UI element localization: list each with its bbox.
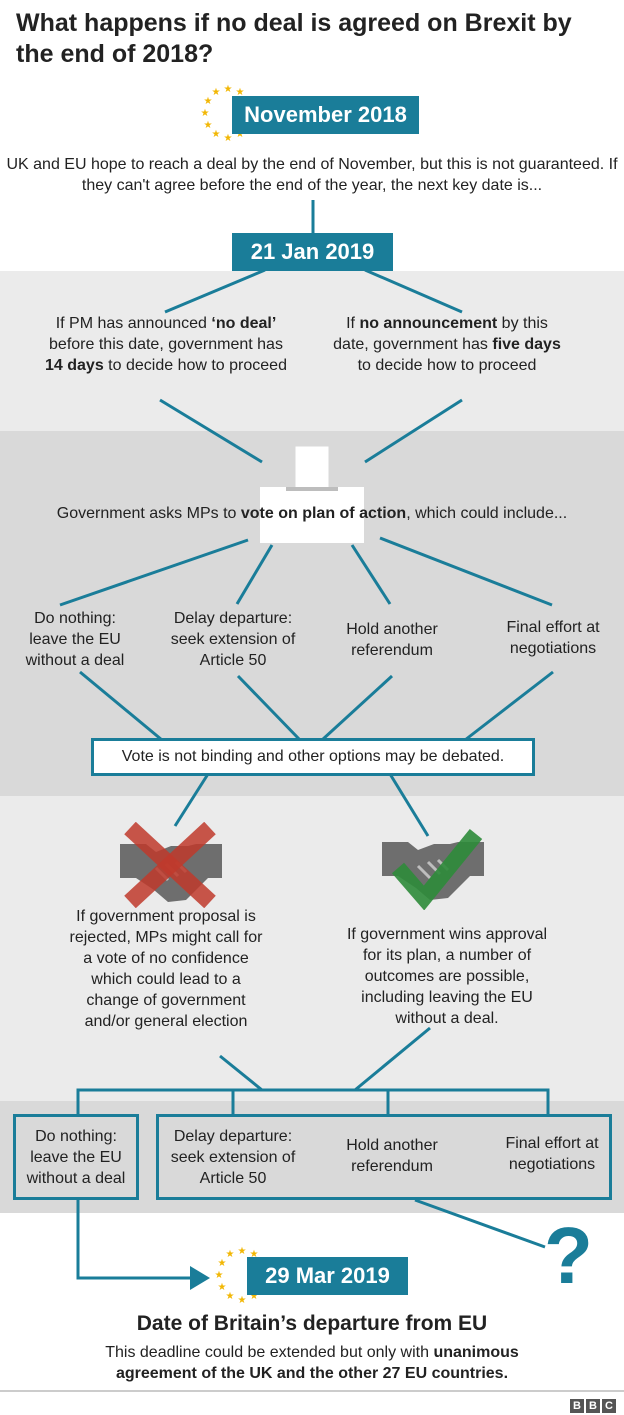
branch-no-announcement: If no announcement by this date, governm… — [333, 315, 561, 374]
not-binding-box — [91, 738, 535, 776]
svg-text:★: ★ — [236, 87, 245, 98]
svg-text:★: ★ — [212, 129, 221, 140]
departure-heading: Date of Britain’s departure from EU — [136, 1312, 488, 1335]
svg-text:★: ★ — [218, 1258, 227, 1269]
outcome-group-box — [156, 1114, 612, 1200]
svg-text:★: ★ — [204, 96, 213, 107]
option-final-effort: Final effort at negotiations — [506, 619, 600, 657]
band-jan-options — [0, 271, 624, 431]
handshake-check-icon — [382, 828, 484, 910]
svg-text:★: ★ — [236, 129, 245, 140]
page-title: What happens if no deal is agreed on Bre… — [16, 9, 572, 68]
rejected-text: If government proposal is rejected, MPs … — [69, 908, 263, 1030]
branch-no-deal: If PM has announced ‘no deal’ before thi… — [45, 315, 287, 374]
arrow-right-icon — [190, 1266, 210, 1290]
svg-text:★: ★ — [226, 1249, 235, 1260]
option-another-referendum: Hold another referendum — [346, 621, 438, 659]
approved-text: If government wins approval for its plan… — [346, 926, 548, 1027]
ballot-box-icon — [260, 445, 364, 543]
svg-text:★: ★ — [238, 1246, 247, 1257]
intro-text: UK and EU hope to reach a deal by the en… — [6, 156, 618, 194]
handshake-cross-icon — [120, 822, 222, 908]
vote-text: Government asks MPs to vote on plan of a… — [56, 505, 568, 522]
not-binding-text: Vote is not binding and other options ma… — [121, 748, 505, 765]
svg-text:★: ★ — [226, 1291, 235, 1302]
option-delay-departure: Delay departure: seek extension of Artic… — [170, 610, 296, 669]
svg-text:★: ★ — [250, 1249, 259, 1260]
departure-note: This deadline could be extended but only… — [105, 1344, 519, 1382]
svg-text:★: ★ — [215, 1270, 224, 1281]
outcome-delay-departure: Delay departure: seek extension of Artic… — [170, 1128, 296, 1187]
outcome-do-nothing-box — [13, 1114, 139, 1200]
date-21-jan-2019: 21 Jan 2019 — [232, 233, 393, 271]
svg-text:★: ★ — [218, 1282, 227, 1293]
date-29-mar-2019: 29 Mar 2019 — [247, 1257, 408, 1295]
svg-text:★: ★ — [212, 87, 221, 98]
outcome-final-effort: Final effort at negotiations — [505, 1135, 599, 1173]
svg-text:★: ★ — [201, 108, 210, 119]
svg-text:★: ★ — [238, 1295, 247, 1306]
option-do-nothing: Do nothing: leave the EU without a deal — [25, 610, 125, 669]
svg-text:★: ★ — [204, 120, 213, 131]
svg-text:★: ★ — [224, 84, 233, 95]
band-final-options — [0, 1101, 624, 1213]
outcome-do-nothing: Do nothing: leave the EU without a deal — [26, 1128, 126, 1187]
svg-text:★: ★ — [224, 133, 233, 144]
band-outcomes — [0, 796, 624, 1101]
date-november-2018: November 2018 — [232, 96, 419, 134]
question-mark: ? — [544, 1211, 593, 1300]
outcome-another-referendum: Hold another referendum — [346, 1137, 438, 1175]
svg-text:★: ★ — [250, 1291, 259, 1302]
